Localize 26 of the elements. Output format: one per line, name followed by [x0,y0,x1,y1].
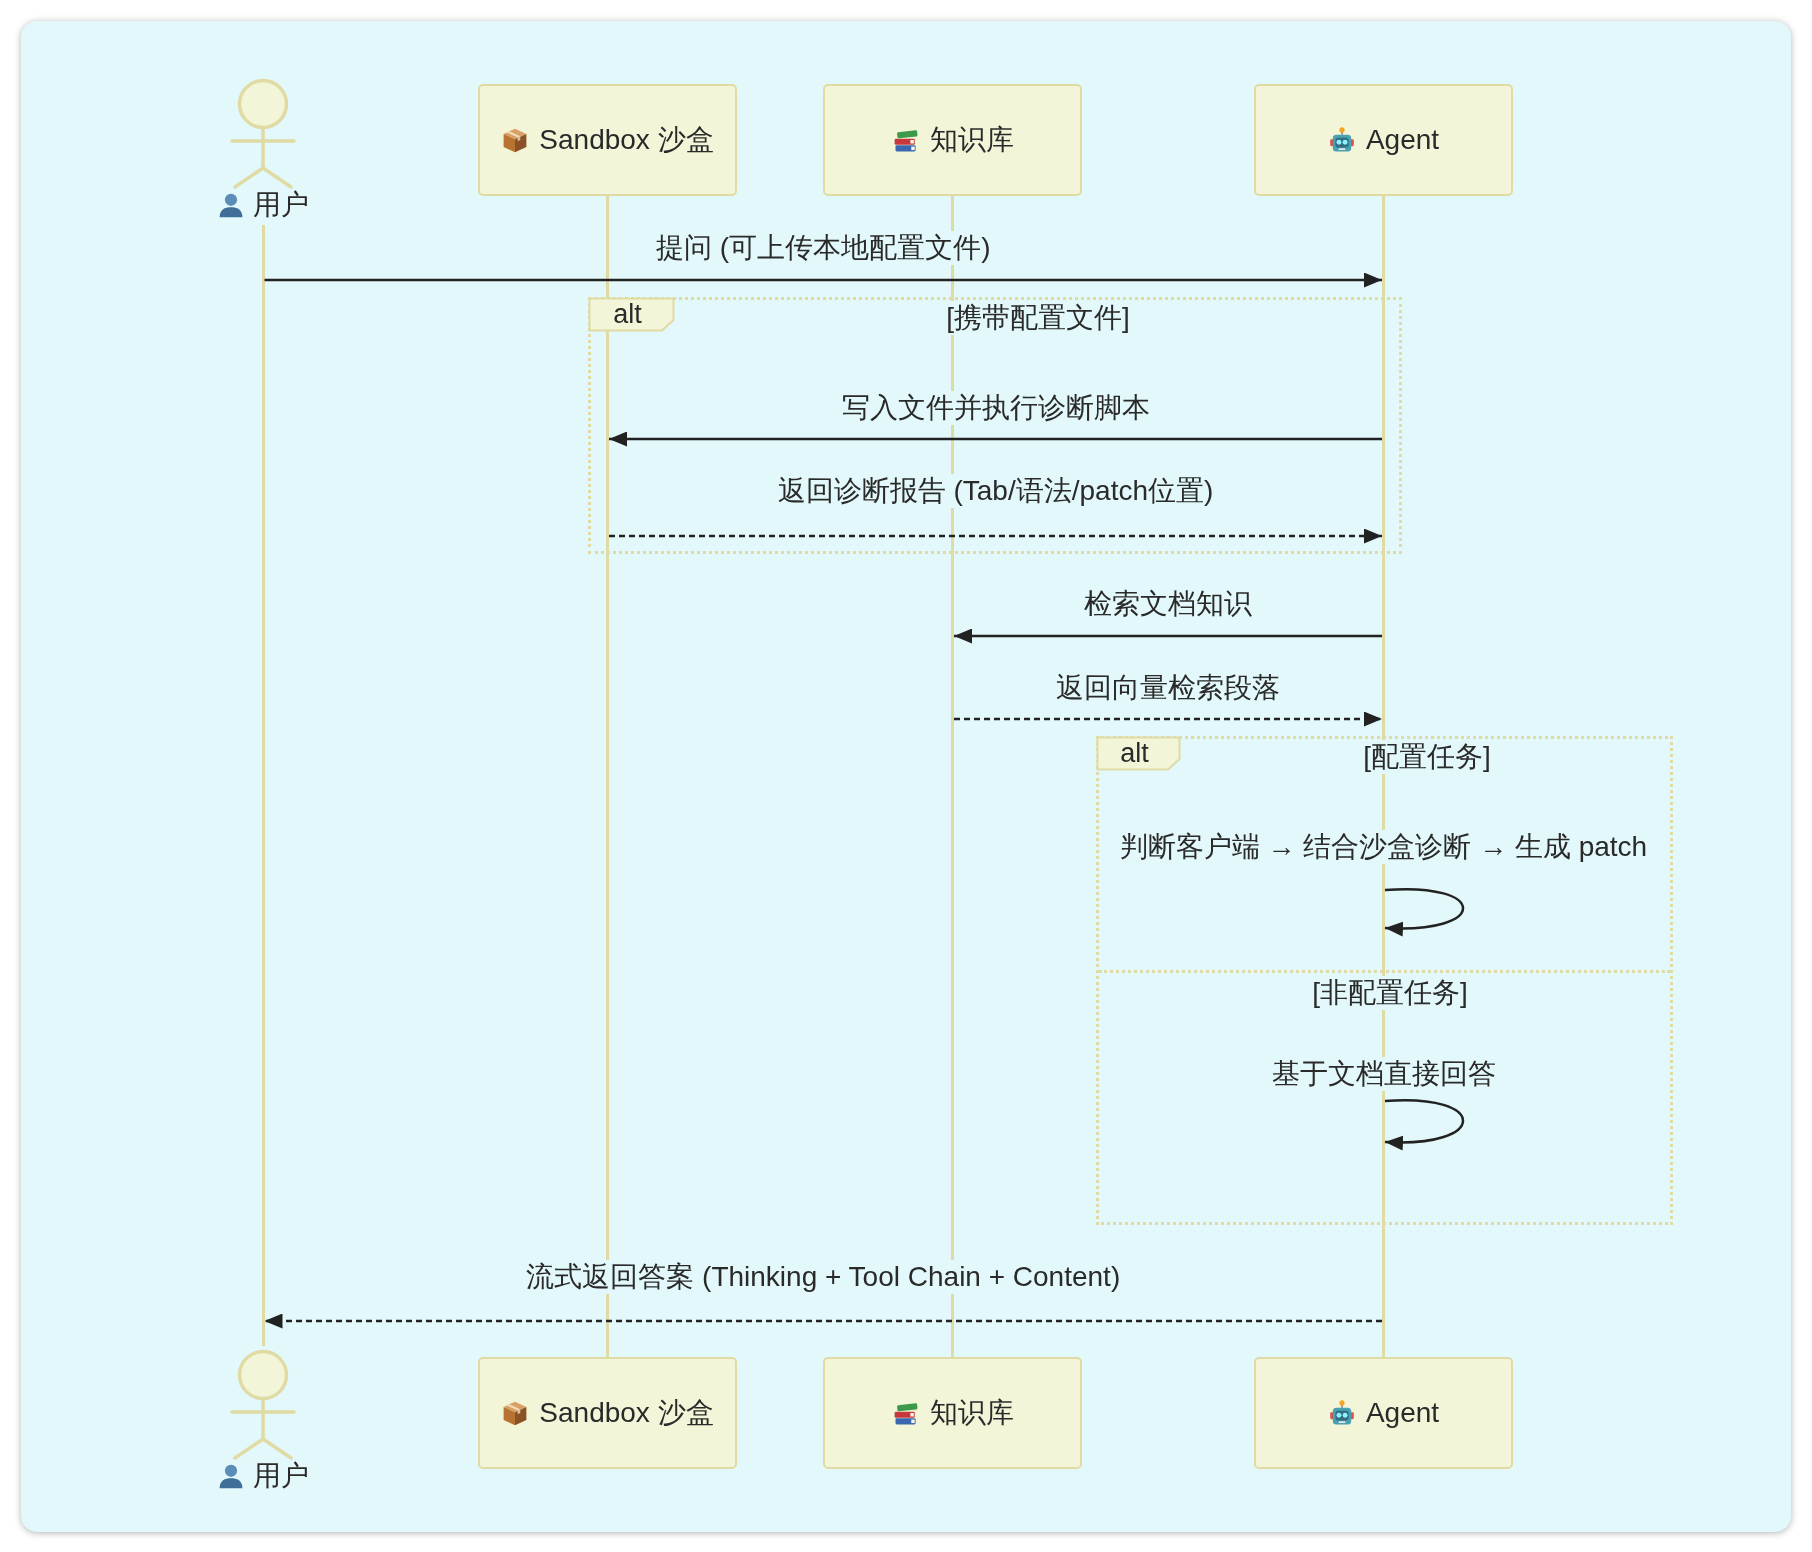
loop-arrow [1384,887,1464,936]
message-arrow [954,628,1382,644]
message-arrow [609,528,1382,544]
participant-label: Agent [1365,1396,1440,1430]
participant-box [478,84,737,196]
participant-label: Sandbox 沙盒 [539,123,714,157]
participant-label: Sandbox 沙盒 [539,1396,714,1430]
participant-box [478,1357,737,1469]
participant-box [1254,84,1513,196]
lifeline [606,196,609,1357]
operator-tab: alt [1096,736,1181,771]
actor-label: 用户 [253,188,309,222]
message-arrow [264,1313,1382,1329]
lifeline [261,225,265,1346]
message-arrow [954,711,1382,727]
participant-label: 知识库 [929,1396,1014,1430]
message-arrow [609,431,1382,447]
participant-box [1254,1357,1513,1469]
participant-label: 知识库 [929,123,1014,157]
participant-label: Agent [1365,123,1440,157]
operator-tab: alt [588,297,675,332]
participant-box [823,84,1082,196]
loop-arrow [1384,1099,1465,1150]
message-arrow [264,272,1382,288]
participant-box [823,1357,1082,1469]
actor-label: 用户 [253,1459,309,1493]
